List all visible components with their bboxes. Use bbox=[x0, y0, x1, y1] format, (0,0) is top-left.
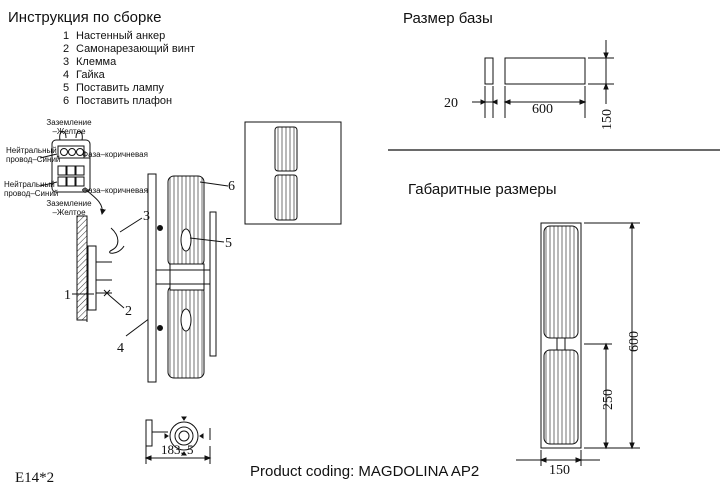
overall-height-dimension: 600 bbox=[627, 331, 642, 352]
wiring-label-neutral-top: Нейтральный провод–Синий bbox=[6, 146, 61, 164]
base-width-dimension: 600 bbox=[532, 102, 553, 117]
wiring-label-phase-top: Фаза–коричневая bbox=[82, 150, 148, 159]
callout-1: 1 bbox=[64, 288, 71, 303]
side-depth-dimension: 183, 5 bbox=[161, 442, 194, 457]
step-text: Поставить плафон bbox=[76, 95, 173, 107]
step-text: Клемма bbox=[76, 56, 117, 68]
terminal-block bbox=[39, 131, 106, 215]
wall-mount bbox=[72, 215, 151, 337]
base-size-drawing bbox=[472, 40, 614, 118]
callout-3: 3 bbox=[143, 209, 150, 224]
wiring-label-ground-bottom: Заземление –Желтое bbox=[46, 199, 92, 217]
step-text: Самонарезающий винт bbox=[76, 43, 195, 55]
step-number: 6 bbox=[63, 95, 70, 107]
base-height-dimension: 150 bbox=[600, 109, 615, 130]
step-text: Поставить лампу bbox=[76, 82, 164, 94]
wiring-label-phase-bottom: Фаза–коричневая bbox=[82, 186, 148, 195]
overall-size-drawing bbox=[516, 221, 640, 466]
fixture-top-view bbox=[144, 416, 212, 464]
inset-detail bbox=[244, 121, 342, 225]
base-depth-dimension: 20 bbox=[444, 96, 458, 111]
step-number: 1 bbox=[63, 30, 70, 42]
callout-5: 5 bbox=[225, 236, 232, 251]
center-height-dimension: 250 bbox=[601, 389, 616, 410]
step-text: Гайка bbox=[76, 69, 105, 81]
base-size-title: Размер базы bbox=[403, 10, 493, 27]
callout-2: 2 bbox=[125, 304, 132, 319]
lamp-spec: E14*2 bbox=[15, 470, 55, 486]
step-number: 3 bbox=[63, 56, 70, 68]
wiring-label-ground-top: Заземление –Желтое bbox=[46, 118, 92, 136]
step-number: 5 bbox=[63, 82, 70, 94]
step-text: Настенный анкер bbox=[76, 30, 166, 42]
step-number: 2 bbox=[63, 43, 70, 55]
overall-width-dimension: 150 bbox=[549, 463, 570, 478]
step-number: 4 bbox=[63, 69, 70, 81]
callout-6: 6 bbox=[228, 179, 235, 194]
fixture-front-view bbox=[147, 173, 229, 383]
product-coding: Product coding: MAGDOLINA AP2 bbox=[250, 463, 480, 480]
wiring-label-neutral-bottom: Нейтральный провод–Синий bbox=[4, 180, 59, 198]
callout-4: 4 bbox=[117, 341, 124, 356]
overall-size-title: Габаритные размеры bbox=[408, 181, 557, 198]
instructions-title: Инструкция по сборке bbox=[8, 9, 162, 26]
